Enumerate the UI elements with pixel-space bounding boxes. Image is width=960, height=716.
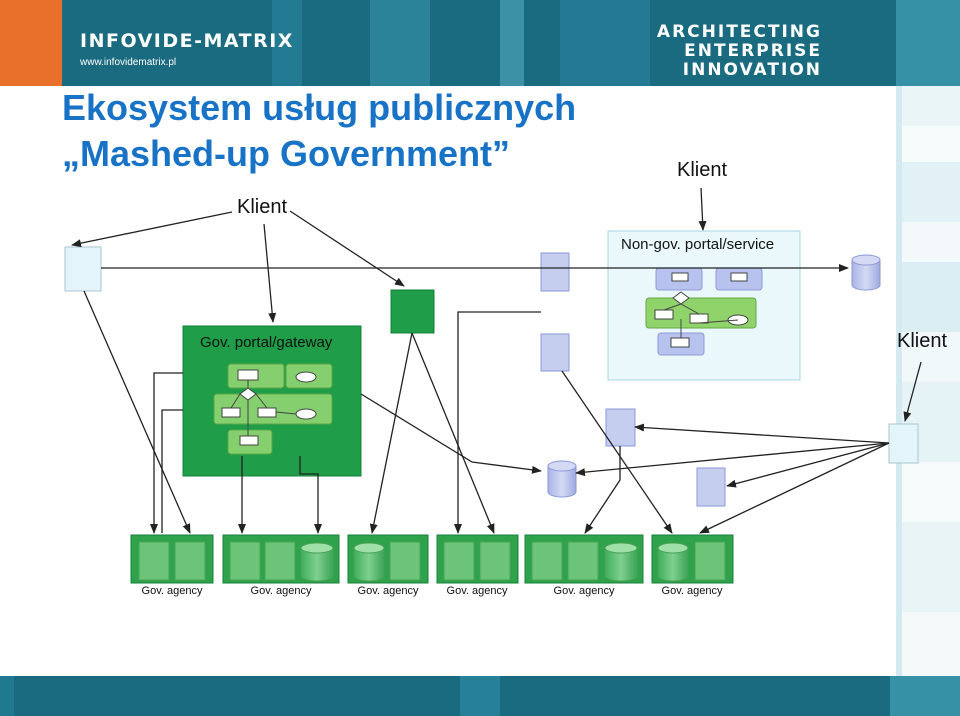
header-stripe bbox=[896, 0, 960, 86]
non-gov-portal-label: Non-gov. portal/service bbox=[621, 236, 775, 253]
service-box bbox=[540, 252, 570, 292]
header-stripe bbox=[560, 0, 650, 86]
agency-panel-6 bbox=[651, 534, 734, 584]
gov-service-box bbox=[390, 289, 435, 334]
gov-portal-label: Gov. portal/gateway bbox=[200, 334, 333, 351]
footer-banner bbox=[0, 676, 960, 716]
agency-panel-5 bbox=[524, 534, 644, 584]
header-stripe bbox=[370, 0, 430, 86]
service-box bbox=[540, 333, 570, 372]
agency-panel-1 bbox=[130, 534, 214, 584]
tagline-line-3: INNOVATION bbox=[682, 60, 822, 80]
slide-title-line-2: „Mashed-up Government” bbox=[62, 133, 511, 174]
header-stripe bbox=[62, 0, 70, 86]
connector-lines bbox=[71, 187, 922, 534]
gov-portal-components bbox=[213, 363, 333, 455]
header-stripe bbox=[272, 0, 302, 86]
slide-title-line-1: Ekosystem usług publicznych bbox=[62, 87, 577, 128]
client-box-left bbox=[64, 246, 102, 292]
footer-stripe bbox=[0, 676, 14, 716]
client-label-top-right: Klient bbox=[677, 159, 728, 181]
agency-label-5: Gov. agency bbox=[553, 585, 615, 597]
agency-label-1: Gov. agency bbox=[141, 585, 203, 597]
agency-label-2: Gov. agency bbox=[250, 585, 312, 597]
agency-panel-4 bbox=[436, 534, 519, 584]
database-cylinder bbox=[851, 254, 881, 291]
non-gov-portal-components bbox=[645, 267, 763, 356]
agency-panel-2 bbox=[222, 534, 340, 584]
header-banner: INFOVIDE-MATRIX www.infovidematrix.pl AR… bbox=[0, 0, 960, 86]
client-label-left: Klient bbox=[237, 196, 288, 218]
footer-stripe bbox=[890, 676, 960, 716]
agency-label-3: Gov. agency bbox=[357, 585, 419, 597]
agency-label-4: Gov. agency bbox=[446, 585, 508, 597]
header-stripe bbox=[500, 0, 524, 86]
service-box bbox=[696, 467, 726, 507]
agency-panel-3 bbox=[347, 534, 429, 584]
client-box-right bbox=[888, 423, 919, 464]
footer-stripe bbox=[460, 676, 500, 716]
header-orange-stripe bbox=[0, 0, 62, 86]
logo-name: INFOVIDE-MATRIX bbox=[80, 30, 294, 52]
service-box bbox=[605, 408, 636, 447]
tagline-line-2: ENTERPRISE bbox=[684, 41, 822, 61]
logo-url: www.infovidematrix.pl bbox=[80, 57, 177, 68]
client-label-right: Klient bbox=[897, 330, 948, 352]
tagline-line-1: ARCHITECTING bbox=[656, 22, 822, 42]
database-cylinder bbox=[547, 460, 577, 498]
agency-label-6: Gov. agency bbox=[661, 585, 723, 597]
